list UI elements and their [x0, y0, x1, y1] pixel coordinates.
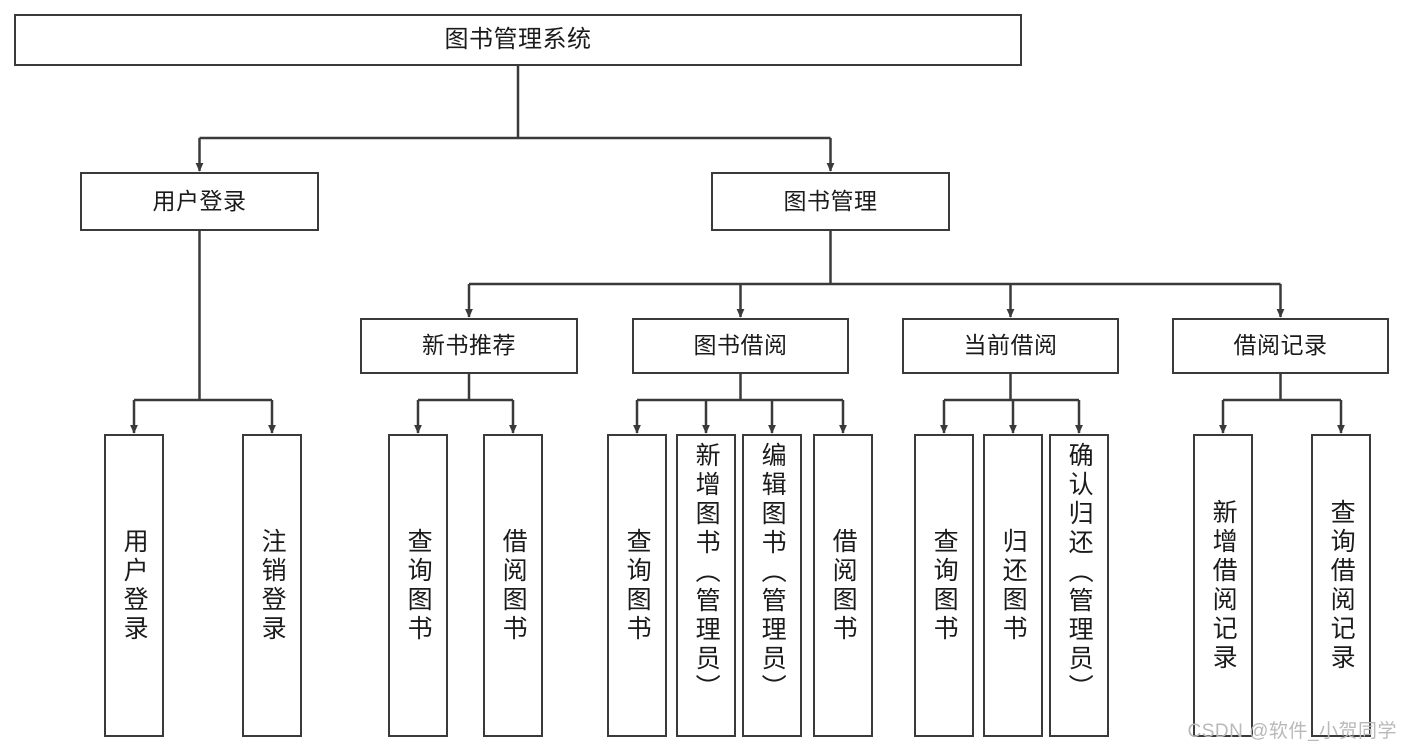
node-leaf-borrow-book-rec-label: 借阅图书 — [499, 527, 528, 644]
node-leaf-logout[interactable]: 注销登录 — [242, 434, 302, 737]
node-leaf-logout-label: 注销登录 — [258, 527, 287, 644]
node-leaf-confirm-return-admin[interactable]: 确认归还（管理员） — [1049, 434, 1109, 737]
node-leaf-add-book-admin-label: 新增图书（管理员） — [692, 442, 721, 703]
node-leaf-borrow-book[interactable]: 借阅图书 — [813, 434, 873, 737]
node-new-book-rec-label: 新书推荐 — [422, 332, 516, 359]
node-book-borrow[interactable]: 图书借阅 — [632, 318, 849, 374]
node-leaf-return-book-label: 归还图书 — [999, 527, 1028, 644]
node-leaf-query-book-borrow[interactable]: 查询图书 — [607, 434, 667, 737]
node-current-borrow[interactable]: 当前借阅 — [902, 318, 1119, 374]
node-leaf-add-book-admin[interactable]: 新增图书（管理员） — [676, 434, 736, 737]
node-leaf-add-borrow-record-label: 新增借阅记录 — [1209, 498, 1238, 673]
watermark: CSDN @软件_小贺同学 — [1187, 721, 1397, 742]
node-leaf-user-login-label: 用户登录 — [120, 527, 149, 644]
node-current-borrow-label: 当前借阅 — [963, 332, 1058, 359]
node-leaf-query-book-rec-label: 查询图书 — [404, 527, 433, 644]
node-root[interactable]: 图书管理系统 — [14, 14, 1022, 66]
node-leaf-confirm-return-admin-label: 确认归还（管理员） — [1065, 442, 1094, 703]
node-leaf-query-book-rec[interactable]: 查询图书 — [388, 434, 448, 737]
node-borrow-record[interactable]: 借阅记录 — [1172, 318, 1389, 374]
node-leaf-query-book-current[interactable]: 查询图书 — [914, 434, 974, 737]
node-leaf-user-login[interactable]: 用户登录 — [104, 434, 164, 737]
node-leaf-edit-book-admin-label: 编辑图书（管理员） — [758, 442, 787, 703]
node-leaf-borrow-book-label: 借阅图书 — [829, 527, 858, 644]
node-new-book-rec[interactable]: 新书推荐 — [360, 318, 578, 374]
node-leaf-query-borrow-record[interactable]: 查询借阅记录 — [1311, 434, 1371, 737]
node-leaf-add-borrow-record[interactable]: 新增借阅记录 — [1193, 434, 1253, 737]
node-book-manage[interactable]: 图书管理 — [711, 172, 950, 231]
node-book-manage-label: 图书管理 — [783, 187, 878, 214]
node-borrow-record-label: 借阅记录 — [1233, 332, 1328, 359]
node-leaf-edit-book-admin[interactable]: 编辑图书（管理员） — [742, 434, 802, 737]
node-leaf-query-book-current-label: 查询图书 — [930, 527, 959, 644]
node-root-label: 图书管理系统 — [444, 25, 592, 53]
node-user-login[interactable]: 用户登录 — [80, 172, 319, 231]
node-leaf-query-book-borrow-label: 查询图书 — [623, 527, 652, 644]
node-book-borrow-label: 图书借阅 — [693, 332, 788, 359]
node-leaf-return-book[interactable]: 归还图书 — [983, 434, 1043, 737]
node-user-login-label: 用户登录 — [152, 187, 247, 214]
node-leaf-query-borrow-record-label: 查询借阅记录 — [1327, 498, 1356, 673]
node-leaf-borrow-book-rec[interactable]: 借阅图书 — [483, 434, 543, 737]
